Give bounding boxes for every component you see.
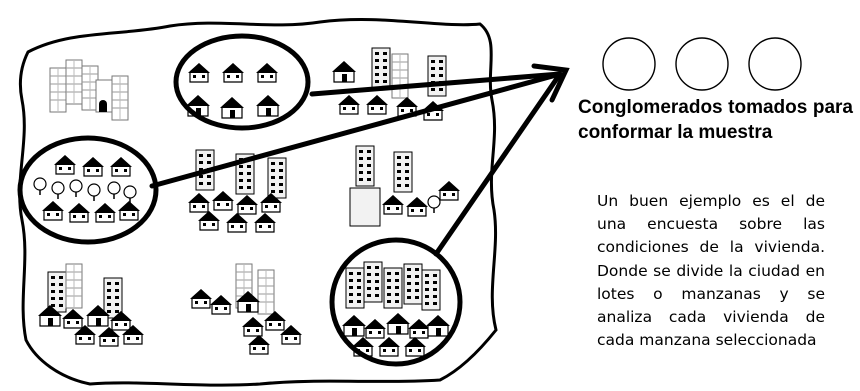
sample-circle-2	[675, 37, 729, 91]
sample-circle-3	[748, 37, 802, 91]
cluster-apartments-top-left	[49, 59, 129, 121]
cluster-houses-circled-top	[173, 33, 311, 131]
caption-title: Conglomerados tomados para conformar la …	[578, 97, 853, 143]
cluster-circle	[17, 135, 159, 245]
arrowhead	[531, 63, 570, 103]
cluster-houses-trees-circled	[17, 135, 159, 245]
cluster-circle	[173, 33, 311, 131]
cluster-dense-city-circled	[329, 237, 463, 367]
arrow-from-top-cluster	[309, 71, 563, 97]
arrow-from-bottom-cluster	[433, 71, 563, 257]
sample-circle-1	[602, 37, 656, 91]
description-text: Un buen ejemplo es el de una encuesta so…	[597, 192, 825, 350]
arrow-from-left-cluster	[149, 71, 563, 189]
cluster-circle	[329, 237, 463, 367]
sample-circles	[602, 37, 802, 91]
arrows	[149, 63, 570, 257]
cluster-towers-trees-right	[349, 145, 461, 227]
